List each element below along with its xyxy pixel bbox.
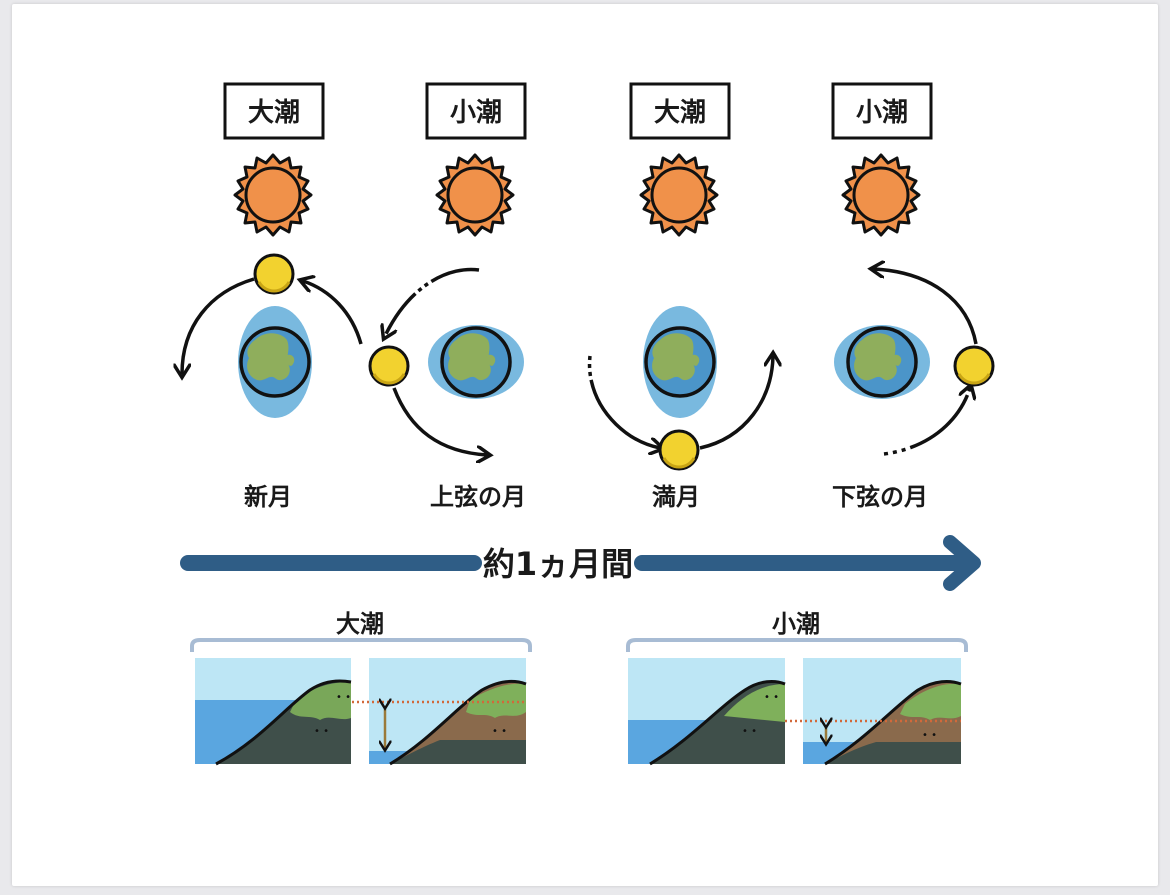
orbit-arrow [303, 281, 363, 345]
moon-icon-3 [658, 429, 700, 471]
spring-tide-title: 大潮 [336, 610, 384, 638]
moon-icon-1 [253, 253, 295, 295]
phase-label-4: 下弦の月 [832, 483, 928, 511]
earth-icon-3 [644, 326, 716, 398]
spring-high-tide-scene: • • • • [195, 658, 352, 766]
first-quarter-diagram: 上弦の月 [368, 267, 526, 511]
neap-tide-panel: 小潮 • • • • • • [626, 610, 968, 766]
full-moon-diagram: 満月 [587, 306, 773, 511]
phase-label-1: 新月 [244, 483, 292, 511]
sun-icon-4 [841, 153, 921, 237]
sun-icon-1 [233, 153, 313, 237]
orbit-arrow [587, 355, 660, 448]
new-moon-diagram: 新月 [182, 253, 363, 511]
svg-text:• •: • • [336, 692, 351, 703]
tide-label-2-text: 小潮 [450, 98, 502, 128]
page: 大潮 小潮 大潮 小潮 新月 上弦の月 満月 [12, 4, 1158, 886]
orbit-arrow [883, 388, 970, 456]
bracket [626, 638, 968, 652]
earth-icon-1 [239, 326, 311, 398]
bracket [190, 638, 532, 652]
spring-tide-panel: 大潮 • • • • • • [190, 610, 532, 766]
svg-text:• •: • • [922, 730, 937, 741]
period-label: 約1ヵ月間 [483, 545, 633, 583]
tide-label-3-text: 大潮 [654, 98, 706, 128]
spring-low-tide-scene: • • [352, 658, 527, 766]
orbit-arrow [699, 356, 773, 450]
phase-label-3: 満月 [652, 483, 700, 511]
svg-text:• •: • • [492, 726, 507, 737]
svg-text:• •: • • [742, 726, 757, 737]
last-quarter-diagram: 下弦の月 [832, 269, 995, 511]
neap-low-tide-scene: • • [785, 658, 962, 766]
orbit-arrow [392, 387, 487, 455]
moon-icon-4 [953, 345, 995, 387]
tide-label-4-text: 小潮 [856, 98, 908, 128]
earth-icon-4 [846, 326, 918, 398]
orbit-arrow [182, 277, 255, 374]
tide-diagram: 大潮 小潮 大潮 小潮 新月 上弦の月 満月 [12, 82, 995, 766]
phase-label-2: 上弦の月 [430, 483, 526, 511]
moon-icon-2 [368, 345, 410, 387]
tide-label-1-text: 大潮 [248, 98, 300, 128]
svg-text:• •: • • [764, 692, 779, 703]
neap-tide-title: 小潮 [772, 610, 820, 638]
neap-high-tide-scene: • • • • [628, 658, 786, 766]
tide-label-3: 大潮 [629, 82, 731, 140]
timeline-arrow: 約1ヵ月間 [180, 535, 981, 591]
tide-label-4: 小潮 [831, 82, 933, 140]
sun-icon-3 [639, 153, 719, 237]
orbit-arrow [874, 269, 978, 345]
svg-text:• •: • • [314, 726, 329, 737]
earth-icon-2 [440, 326, 512, 398]
tide-label-1: 大潮 [223, 82, 325, 140]
tide-label-2: 小潮 [425, 82, 527, 140]
sun-icon-2 [435, 153, 515, 237]
orbit-arrow [385, 267, 480, 336]
